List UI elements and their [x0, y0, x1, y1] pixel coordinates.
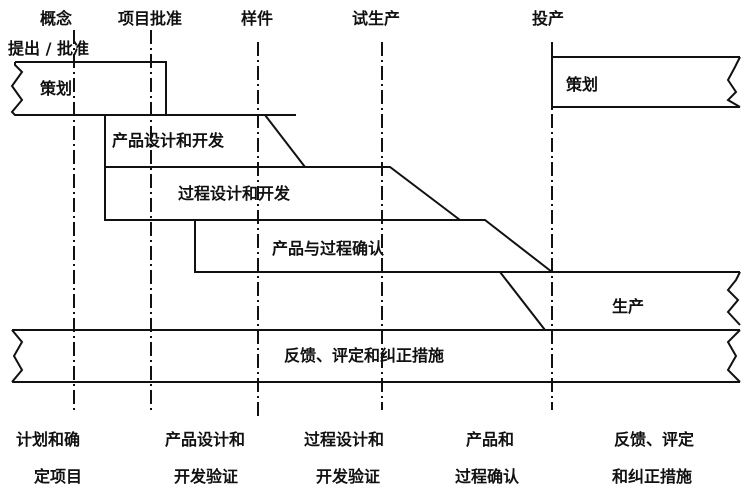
- bottom-label-1-line1: 计划和确: [16, 430, 80, 449]
- milestone-pilot: 试生产: [352, 9, 400, 28]
- phase-validation-label: 产品与过程确认: [272, 239, 385, 258]
- phase-planning-right-label: 策划: [565, 75, 598, 94]
- bottom-label-3-line1: 过程设计和: [304, 430, 384, 449]
- phase-product-design: 产品设计和开发: [104, 114, 461, 221]
- bottom-label-4-line1: 产品和: [466, 430, 514, 449]
- bottom-label-3-line2: 开发验证: [316, 467, 380, 486]
- phase-validation: 产品与过程确认: [194, 220, 740, 273]
- bottom-label-2-line1: 产品设计和: [165, 430, 245, 449]
- milestone-launch: 投产: [532, 9, 564, 28]
- phase-product-design-label: 产品设计和开发: [112, 131, 225, 150]
- milestone-concept: 概念: [40, 9, 73, 28]
- phase-planning-right: 策划: [551, 56, 741, 108]
- bottom-label-1-line2: 定项目: [33, 467, 82, 486]
- bottom-label-5-line1: 反馈、评定: [614, 430, 694, 449]
- milestone-approval: 项目批准: [118, 9, 182, 28]
- phase-planning-label: 策划: [39, 79, 72, 98]
- phase-process-design: 过程设计和开发: [104, 167, 553, 273]
- phase-process-design-label: 过程设计和开发: [178, 184, 291, 203]
- phase-feedback: 反馈、评定和纠正措施: [11, 329, 741, 383]
- bottom-label-4-line2: 过程确认: [455, 467, 520, 486]
- approval-label: 提出 / 批准: [8, 39, 89, 58]
- phase-planning: 策划: [10, 61, 296, 116]
- phase-feedback-label: 反馈、评定和纠正措施: [284, 346, 444, 365]
- bottom-label-2-line2: 开发验证: [174, 467, 238, 486]
- bottom-label-5-line2: 和纠正措施: [612, 467, 692, 486]
- phase-production-label: 生产: [612, 297, 644, 316]
- milestone-prototype: 样件: [241, 9, 273, 28]
- phase-production: 生产: [499, 271, 741, 331]
